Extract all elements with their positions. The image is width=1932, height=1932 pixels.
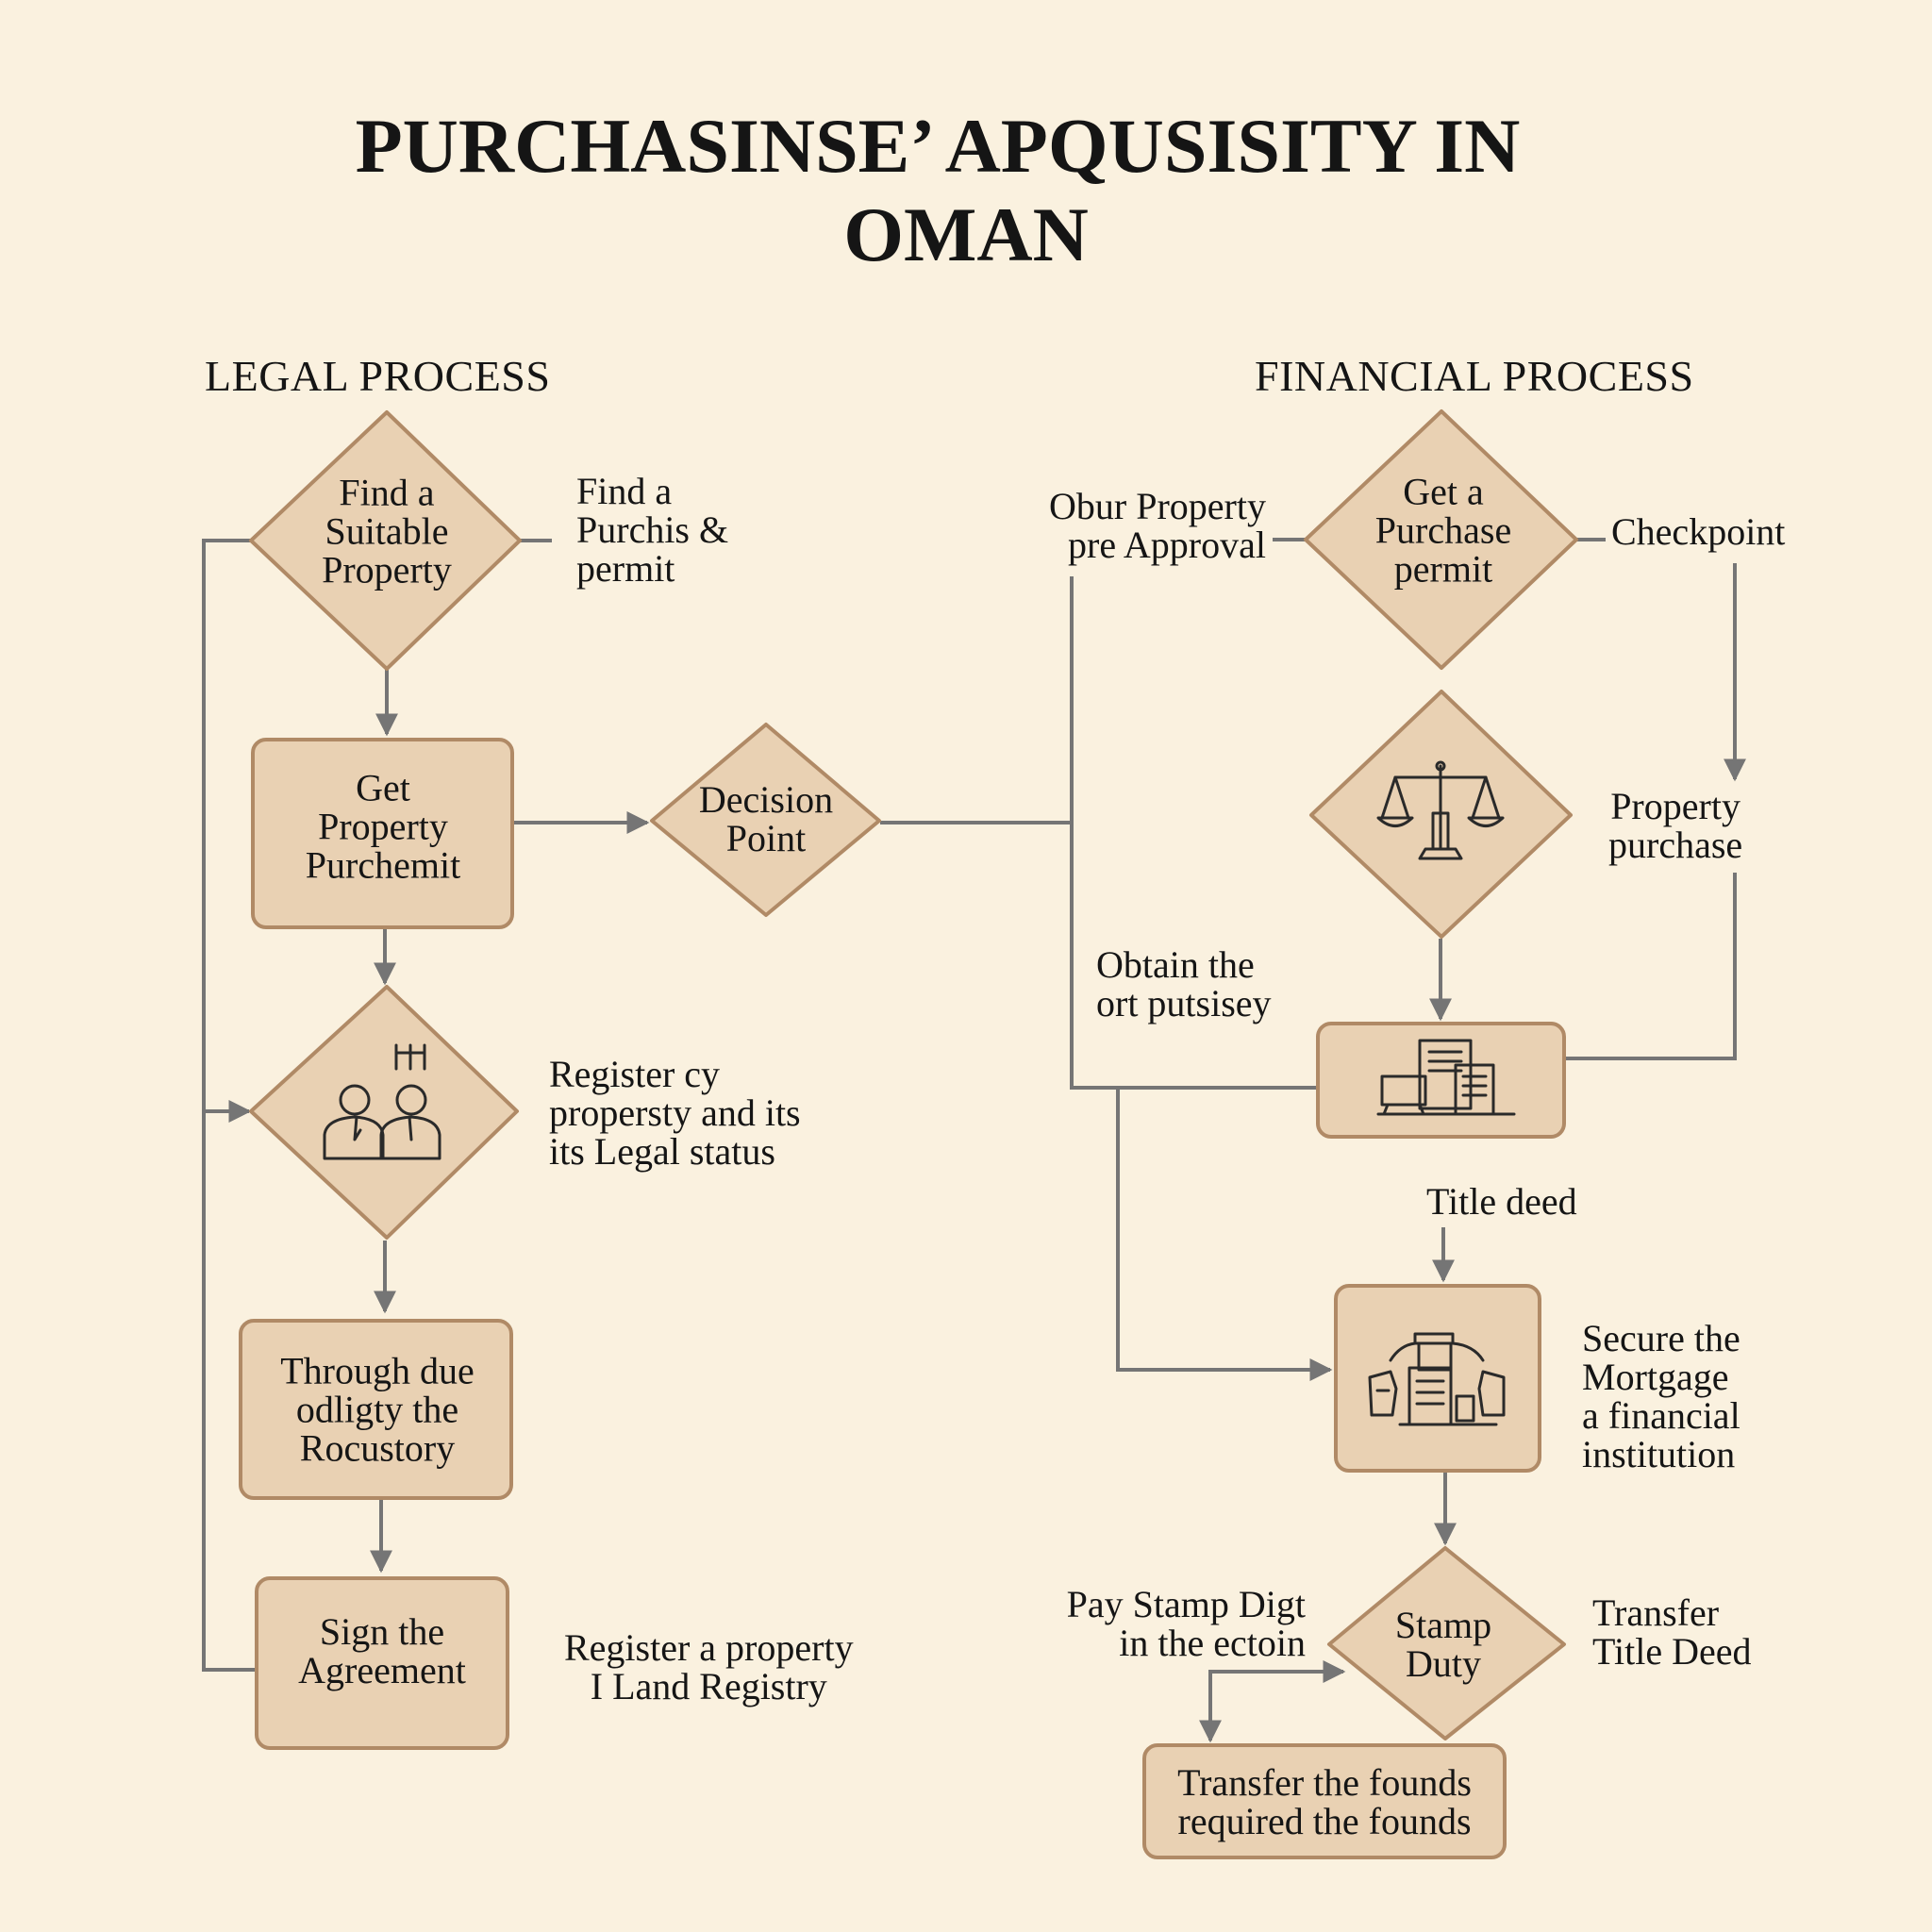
node-documents-shape bbox=[1316, 1022, 1566, 1139]
two-people-icon bbox=[323, 1043, 441, 1160]
legal-process-heading: LEGAL PROCESS bbox=[205, 352, 551, 400]
node-purchase-permit-label: Get a Purchase permit bbox=[1375, 473, 1511, 589]
node-stamp-duty-line: Duty bbox=[1405, 1642, 1481, 1685]
note-property-purchase: Property purchase bbox=[1608, 787, 1742, 864]
note-transfer-deed-line: Title Deed bbox=[1592, 1630, 1752, 1673]
connector-paystamp-to-stamp bbox=[1208, 1660, 1346, 1740]
note-register-status-line: its Legal status bbox=[549, 1130, 775, 1173]
node-mortgage-shape bbox=[1334, 1284, 1541, 1473]
node-purchase-permit-shape bbox=[1304, 409, 1578, 670]
connector-loop-left bbox=[202, 539, 256, 1672]
node-due-diligence-shape bbox=[239, 1319, 513, 1500]
note-transfer-deed-line: Transfer bbox=[1592, 1591, 1720, 1634]
note-pay-stamp-line: Pay Stamp Digt bbox=[1066, 1583, 1306, 1625]
node-purchase-permit-line: Purchase bbox=[1374, 508, 1512, 552]
note-register-status-line: Register cy bbox=[549, 1053, 721, 1095]
node-sign-line: Sign the bbox=[319, 1610, 445, 1653]
node-decision-shape bbox=[650, 723, 881, 917]
diagram-title-line-1: PURCHASINSE’ APQUSISITY IN bbox=[355, 103, 1521, 189]
node-due-diligence-label: Through due odligty the Rocustory bbox=[280, 1352, 475, 1468]
node-transfer-funds-line: required the founds bbox=[1177, 1800, 1472, 1842]
node-decision-label: Decision Point bbox=[699, 780, 833, 858]
node-get-permit-label: Get Property Purchemit bbox=[306, 769, 460, 885]
note-checkpoint: Checkpoint bbox=[1611, 510, 1786, 553]
note-register-status-line: propersty and its bbox=[549, 1091, 801, 1134]
note-mortgage-line: a financial bbox=[1582, 1394, 1740, 1437]
node-decision-line: Decision bbox=[698, 778, 834, 821]
note-preapproval: Obur Property pre Approval bbox=[1049, 487, 1266, 564]
node-find-property-label: Find a Suitable Property bbox=[322, 474, 452, 590]
note-mortgage-line: institution bbox=[1582, 1433, 1736, 1475]
node-stamp-duty-label: Stamp Duty bbox=[1395, 1606, 1491, 1683]
node-find-property-shape bbox=[249, 410, 522, 671]
documents-icon bbox=[1376, 1039, 1516, 1116]
note-mortgage-line: Mortgage bbox=[1582, 1356, 1729, 1398]
connector-preapproval-to-documents bbox=[1070, 576, 1318, 1090]
note-find-permit-line: Find a bbox=[576, 470, 673, 512]
note-find-permit-line: permit bbox=[576, 547, 675, 590]
node-sign-label: Sign the Agreement bbox=[298, 1612, 466, 1690]
node-transfer-funds-shape bbox=[1142, 1743, 1507, 1859]
node-find-property-line: Suitable bbox=[325, 509, 449, 553]
node-get-permit-line: Get bbox=[356, 766, 410, 809]
note-obtain-line: Obtain the bbox=[1096, 943, 1255, 986]
note-find-permit: Find a Purchis & permit bbox=[576, 472, 728, 588]
node-transfer-funds-line: Transfer the founds bbox=[1177, 1761, 1472, 1804]
node-sign-line: Agreement bbox=[298, 1649, 466, 1691]
note-title-deed: Title deed bbox=[1426, 1180, 1577, 1223]
node-transfer-funds-label: Transfer the founds required the founds bbox=[1177, 1763, 1472, 1840]
note-mortgage: Secure the Mortgage a financial institut… bbox=[1582, 1319, 1740, 1474]
note-pay-stamp-line: in the ectoin bbox=[1119, 1622, 1306, 1664]
note-obtain: Obtain the ort putsisey bbox=[1096, 945, 1272, 1023]
connector-to-mortgage bbox=[1116, 1088, 1333, 1381]
note-preapproval-line: Obur Property bbox=[1049, 485, 1266, 527]
node-stamp-duty-shape bbox=[1327, 1546, 1566, 1740]
note-transfer-deed: Transfer Title Deed bbox=[1592, 1593, 1752, 1671]
node-find-property-line: Find a bbox=[339, 471, 435, 514]
node-decision-line: Point bbox=[725, 817, 807, 859]
mortgage-documents-icon bbox=[1368, 1332, 1506, 1426]
note-preapproval-line: pre Approval bbox=[1068, 524, 1266, 566]
note-land-registry-line: I Land Registry bbox=[590, 1665, 827, 1707]
node-purchase-permit-line: Get a bbox=[1403, 470, 1484, 513]
node-due-diligence-line: Rocustory bbox=[299, 1426, 456, 1470]
node-due-diligence-line: Through due bbox=[280, 1349, 475, 1392]
note-find-permit-line: Purchis & bbox=[576, 508, 729, 551]
node-due-diligence-line: odligty the bbox=[295, 1388, 459, 1431]
financial-process-heading: FINANCIAL PROCESS bbox=[1255, 352, 1694, 400]
note-pay-stamp: Pay Stamp Digt in the ectoin bbox=[1067, 1585, 1306, 1662]
node-get-permit-line: Purchemit bbox=[305, 843, 461, 887]
note-land-registry-line: Register a property bbox=[564, 1626, 854, 1669]
node-get-permit-line: Property bbox=[318, 805, 448, 848]
node-sign-shape bbox=[255, 1576, 509, 1750]
diagram-title: PURCHASINSE’ APQUSISITY IN OMAN bbox=[0, 102, 1932, 279]
node-find-property-line: Property bbox=[322, 548, 452, 591]
note-property-purchase-line: purchase bbox=[1608, 824, 1743, 866]
note-land-registry: Register a property I Land Registry bbox=[564, 1628, 854, 1706]
node-purchase-permit-line: permit bbox=[1393, 547, 1493, 591]
node-get-permit-shape bbox=[251, 738, 514, 929]
diagram-title-line-2: OMAN bbox=[843, 192, 1089, 277]
scales-of-justice-icon bbox=[1376, 760, 1505, 860]
note-mortgage-line: Secure the bbox=[1582, 1317, 1740, 1359]
node-register-shape bbox=[249, 985, 519, 1240]
note-register-status: Register cy propersty and its its Legal … bbox=[549, 1055, 801, 1171]
note-obtain-line: ort putsisey bbox=[1096, 982, 1272, 1024]
node-stamp-duty-line: Stamp bbox=[1394, 1604, 1492, 1646]
note-property-purchase-line: Property bbox=[1610, 785, 1740, 827]
connector-purchase-to-documents bbox=[1564, 873, 1737, 1060]
